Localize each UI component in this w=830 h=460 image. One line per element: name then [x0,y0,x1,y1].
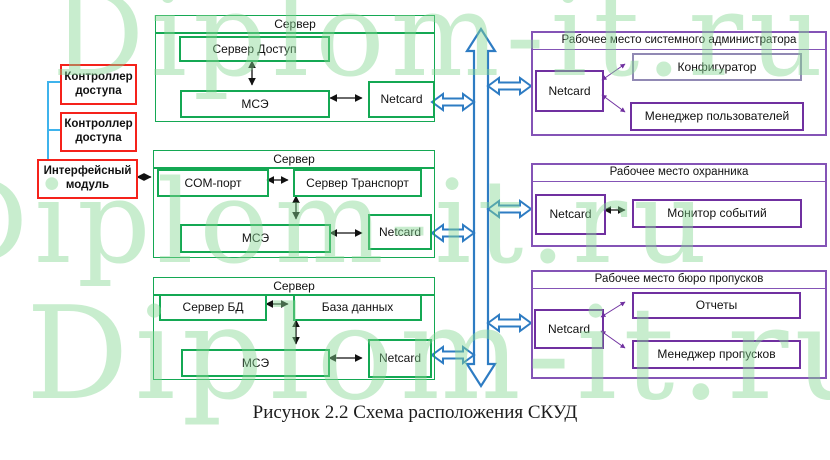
interface-module-box: Интерфейсный модуль [37,159,138,199]
firewall-label: МСЭ [241,355,270,370]
server-group-2-title: Сервер [154,151,434,169]
access-controller-box-1: Контроллер доступа [60,64,137,105]
firewall-box-1: МСЭ [180,90,330,118]
workstation-guard: Рабочее место охранника Netcard Монитор … [531,163,827,247]
netcard-configurator-arrow [601,63,626,81]
netcard-label: Netcard [549,207,592,222]
server-group-1: Сервер Сервер Доступ МСЭ Netcard [155,15,435,122]
user-manager-box: Менеджер пользователей [630,102,804,131]
netcard-box-server-2: Netcard [368,214,432,250]
bus-pass-office-arrow [486,313,533,333]
access-server-box: Сервер Доступ [179,36,330,62]
transport-server-box: Сервер Транспорт [293,169,422,197]
event-monitor-label: Монитор событий [667,206,767,221]
bus-admin-arrow [486,76,533,96]
netcard-box-admin: Netcard [535,70,604,112]
database-box: База данных [293,294,422,321]
netcard-box-guard: Netcard [535,194,606,235]
access-controller-label: Контроллер доступа [64,70,133,97]
transport-server-label: Сервер Транспорт [306,175,409,190]
pass-manager-label: Менеджер пропусков [657,347,776,362]
configurator-label: Конфигуратор [677,59,757,74]
workstation-guard-title: Рабочее место охранника [533,165,825,182]
server-group-3: Сервер Сервер БД База данных МСЭ Netcard [153,277,435,380]
pass-manager-box: Менеджер пропусков [632,340,801,369]
netcard-label: Netcard [380,92,423,107]
reports-label: Отчеты [695,298,738,313]
netcard-passmanager-arrow [600,330,626,349]
database-label: База данных [321,300,394,315]
access-server-label: Сервер Доступ [212,41,297,56]
netcard-label: Netcard [547,321,591,336]
netcard-usermanager-arrow [601,94,626,113]
firewall-box-2: МСЭ [180,224,331,253]
configurator-box: Конфигуратор [632,53,802,81]
event-monitor-box: Монитор событий [632,199,802,228]
workstation-admin-title: Рабочее место системного администратора [533,33,825,50]
com-port-box: COM-порт [157,169,269,197]
figure-caption: Рисунок 2.2 Схема расположения СКУД [252,402,578,423]
workstation-admin: Рабочее место системного администратора … [531,31,827,136]
access-controller-label: Контроллер доступа [64,118,133,144]
controller-connector-line [47,81,60,160]
workstation-pass-office: Рабочее место бюро пропусков Отчеты Netc… [531,270,827,379]
netcard-label: Netcard [378,351,422,366]
firewall-label: МСЭ [241,96,269,111]
server3-bus-arrow [430,345,476,365]
netcard-box-pass-office: Netcard [534,309,604,349]
server-group-1-title: Сервер [156,16,434,34]
interface-module-label: Интерфейсный модуль [43,165,132,191]
db-server-label: Сервер БД [182,300,244,315]
user-manager-label: Менеджер пользователей [644,109,790,124]
com-port-label: COM-порт [184,175,242,190]
workstation-pass-office-title: Рабочее место бюро пропусков [533,272,825,289]
firewall-box-3: МСЭ [181,349,330,377]
db-server-box: Сервер БД [159,294,267,321]
server-group-2: Сервер COM-порт Сервер Транспорт МСЭ Net… [153,150,435,258]
netcard-label: Netcard [378,224,422,239]
netcard-reports-arrow [600,301,626,318]
network-bus-arrow [464,26,498,389]
server2-bus-arrow [430,223,476,243]
server1-bus-arrow [430,92,476,112]
access-controller-box-2: Контроллер доступа [60,112,137,152]
netcard-label: Netcard [548,83,591,98]
reports-box: Отчеты [632,292,801,319]
firewall-label: МСЭ [241,231,270,246]
bus-guard-arrow [486,199,533,219]
netcard-box-server-1: Netcard [368,81,435,118]
netcard-box-server-3: Netcard [368,339,432,378]
